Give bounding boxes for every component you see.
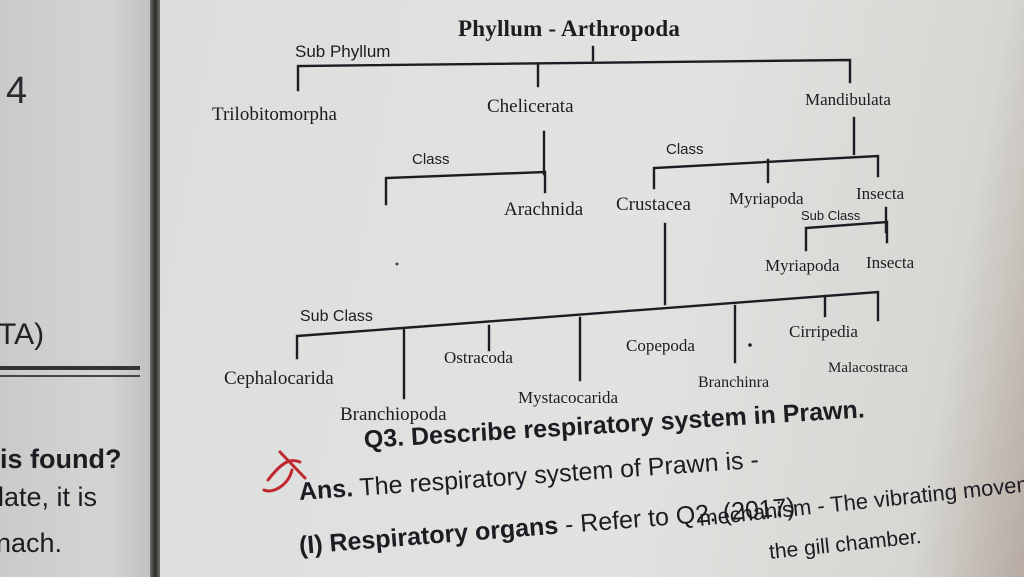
subphylum-label: Sub Phyllum bbox=[295, 42, 391, 61]
taxon-mandibulata: Mandibulata bbox=[805, 90, 891, 109]
class-label: Class bbox=[666, 141, 704, 158]
divider bbox=[0, 375, 140, 377]
subclass-label: Sub Class bbox=[801, 208, 861, 223]
left-heading-fragment: TA) bbox=[0, 318, 45, 351]
classification-lines bbox=[295, 45, 889, 400]
left-text-line: late, it is bbox=[0, 482, 98, 512]
left-page: 4 TA) is found? late, it is nach. bbox=[0, 0, 152, 577]
taxon-ostracoda: Ostracoda bbox=[444, 348, 513, 367]
taxon-crustacea: Crustacea bbox=[616, 194, 691, 215]
chart-title: Phyllum - Arthropoda bbox=[458, 16, 681, 41]
taxon-insecta-sub: Insecta bbox=[866, 253, 915, 272]
taxon-myriapoda: Myriapoda bbox=[729, 189, 804, 208]
taxon-malacostraca: Malacostraca bbox=[828, 360, 908, 376]
right-page: Phyllum - Arthropoda Sub Phyllum Trilobi… bbox=[160, 0, 1024, 577]
book-gutter bbox=[150, 0, 160, 577]
left-text-line: nach. bbox=[0, 528, 63, 558]
taxon-cirripedia: Cirripedia bbox=[789, 322, 858, 341]
red-pen-mark bbox=[262, 450, 307, 493]
taxon-arachnida: Arachnida bbox=[504, 199, 584, 220]
answer-label: Ans. bbox=[298, 474, 355, 506]
taxon-branchinra: Branchinra bbox=[698, 374, 770, 391]
taxon-cephalocarida: Cephalocarida bbox=[224, 368, 334, 389]
taxon-chelicerata: Chelicerata bbox=[487, 96, 574, 117]
class-label: Class bbox=[412, 151, 450, 168]
taxon-branchiopoda: Branchiopoda bbox=[340, 404, 447, 425]
left-text-line: is found? bbox=[0, 444, 122, 474]
taxon-trilobitomorpha: Trilobitomorpha bbox=[212, 104, 337, 125]
taxon-insecta: Insecta bbox=[856, 184, 905, 203]
divider bbox=[0, 366, 140, 370]
taxon-myriapoda-sub: Myriapoda bbox=[765, 256, 840, 275]
subclass-label: Sub Class bbox=[300, 308, 373, 325]
question-number: Q3. bbox=[363, 423, 405, 454]
page-number: 4 bbox=[6, 70, 28, 112]
taxon-copepoda: Copepoda bbox=[626, 336, 695, 355]
taxon-mystacocarida: Mystacocarida bbox=[518, 388, 619, 407]
